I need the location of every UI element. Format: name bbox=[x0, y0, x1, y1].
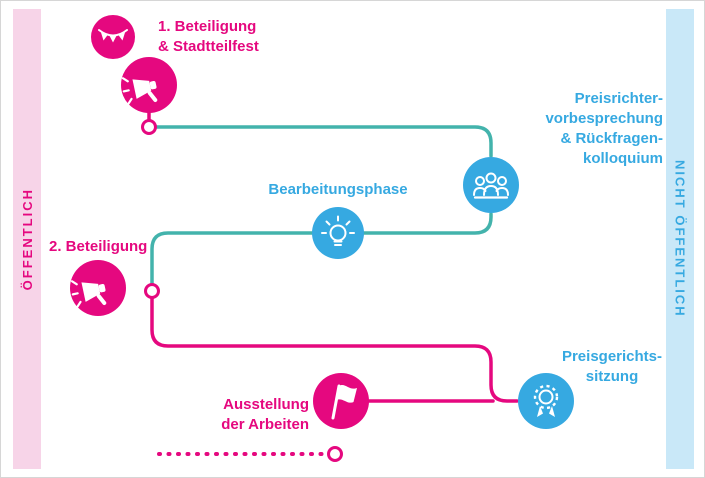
not-public-band-label: NICHT ÖFFENTLICH bbox=[672, 160, 688, 318]
lightbulb-icon bbox=[321, 215, 355, 246]
megaphone-icon bbox=[121, 77, 158, 105]
exhibition-node bbox=[313, 373, 369, 462]
megaphone-icon bbox=[70, 280, 107, 308]
step2-node bbox=[70, 260, 160, 316]
phase-circle bbox=[312, 207, 364, 259]
jury-meeting-node bbox=[463, 157, 519, 213]
connector-step1-to-jury-meeting bbox=[155, 125, 493, 158]
jury-session-label: Preisgerichts- sitzung bbox=[561, 348, 663, 385]
step2-label: 2. Beteiligung bbox=[49, 238, 148, 255]
exhibition-label: Ausstellung der Arbeiten bbox=[221, 396, 309, 433]
medal-icon bbox=[533, 384, 559, 417]
people-icon bbox=[473, 172, 509, 199]
bunting-icon bbox=[98, 29, 128, 43]
step1-node bbox=[91, 15, 177, 135]
phase-label: Bearbeitungsphase bbox=[268, 181, 408, 198]
phase-node bbox=[312, 207, 364, 259]
flag-icon bbox=[331, 384, 357, 420]
jury-meeting-label: Preisrichter- vorbesprechung & Rückfrage… bbox=[545, 90, 663, 167]
connector-step2-to-jury-session bbox=[150, 296, 519, 403]
jury-session-node bbox=[518, 373, 574, 429]
not-public-band: NICHT ÖFFENTLICH bbox=[666, 9, 694, 469]
public-band: ÖFFENTLICH bbox=[13, 9, 41, 469]
exhibition-connector-dot bbox=[327, 446, 343, 462]
step1-connector-dot bbox=[141, 119, 157, 135]
step2-connector-dot bbox=[144, 283, 160, 299]
jury-session-circle bbox=[518, 373, 574, 429]
step1-label: 1. Beteiligung & Stadtteilfest bbox=[158, 18, 259, 55]
exhibition-circle bbox=[313, 373, 369, 429]
